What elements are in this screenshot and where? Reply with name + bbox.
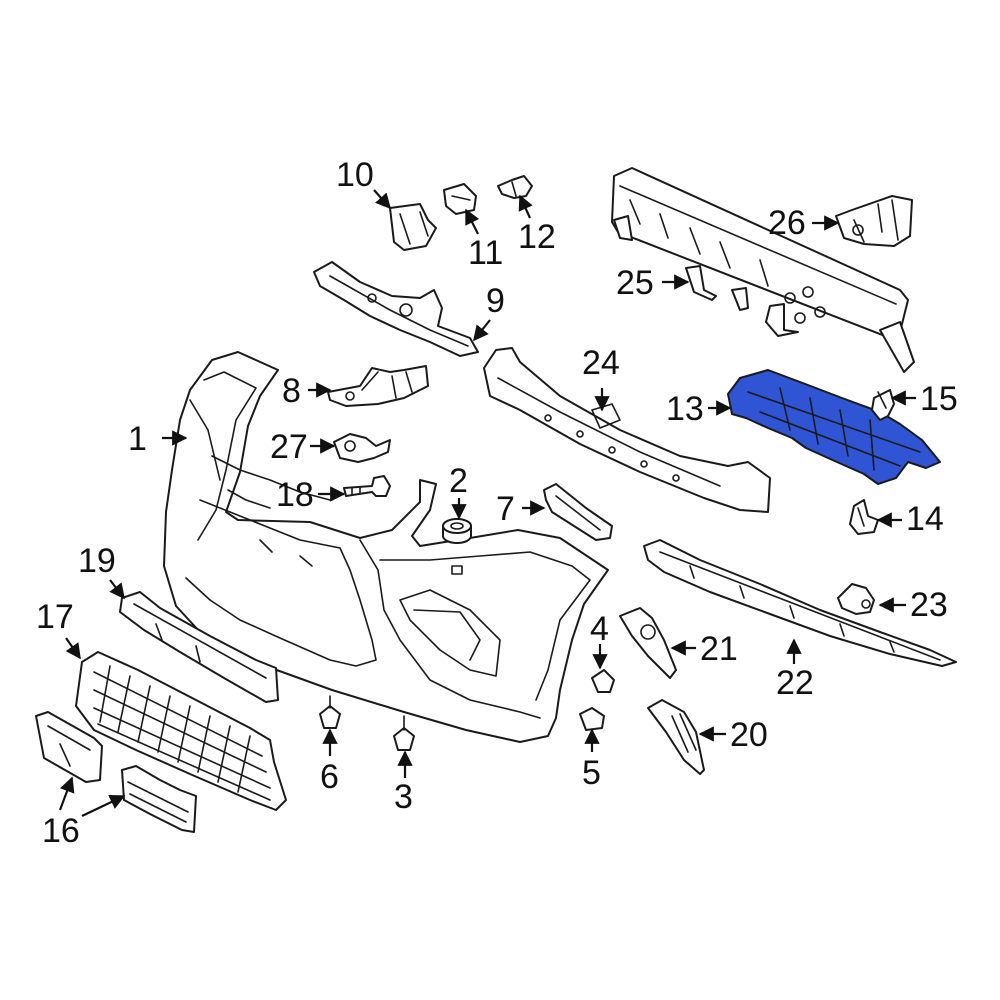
nut-4-part[interactable] bbox=[591, 669, 615, 693]
callout-24[interactable]: 24 bbox=[582, 344, 620, 382]
spacer-2-part[interactable] bbox=[442, 518, 472, 544]
callout-20[interactable]: 20 bbox=[730, 716, 768, 754]
bolt-18-part[interactable] bbox=[343, 475, 391, 497]
callout-3[interactable]: 3 bbox=[394, 778, 413, 816]
callout-15[interactable]: 15 bbox=[920, 380, 958, 418]
callout-18[interactable]: 18 bbox=[276, 476, 314, 514]
callout-8[interactable]: 8 bbox=[282, 372, 301, 410]
bracket-26-part[interactable] bbox=[835, 195, 913, 247]
side-bracket-8-part[interactable] bbox=[327, 365, 429, 407]
absorber-13-fill bbox=[727, 369, 941, 485]
callout-19[interactable]: 19 bbox=[78, 542, 116, 580]
bolt-6-part[interactable] bbox=[319, 695, 341, 729]
bracket-10-part[interactable] bbox=[389, 203, 437, 251]
callout-labels: 1 2 3 4 5 6 7 8 9 10 11 12 13 14 15 16 1… bbox=[36, 156, 958, 850]
clip-11-part[interactable] bbox=[443, 183, 477, 215]
bracket-16-part[interactable] bbox=[35, 711, 103, 783]
callout-12[interactable]: 12 bbox=[518, 218, 556, 256]
callout-17[interactable]: 17 bbox=[36, 598, 74, 636]
bezel-20-part[interactable] bbox=[647, 699, 705, 775]
clip-15-part[interactable] bbox=[871, 389, 895, 421]
callout-5[interactable]: 5 bbox=[582, 754, 601, 792]
molding-16-part[interactable] bbox=[121, 765, 197, 833]
callout-11[interactable]: 11 bbox=[468, 234, 503, 272]
clip-5-part[interactable] bbox=[579, 707, 605, 731]
screw-12-part[interactable] bbox=[497, 175, 533, 199]
callout-23[interactable]: 23 bbox=[910, 586, 948, 624]
bolt-3-part[interactable] bbox=[393, 715, 415, 751]
callout-10[interactable]: 10 bbox=[336, 156, 374, 194]
callout-6[interactable]: 6 bbox=[320, 758, 339, 796]
callout-1[interactable]: 1 bbox=[128, 420, 147, 458]
callout-25[interactable]: 25 bbox=[616, 264, 654, 302]
bracket-7-part[interactable] bbox=[543, 483, 613, 541]
callout-26[interactable]: 26 bbox=[768, 204, 806, 242]
upper-bracket-9-part[interactable] bbox=[313, 261, 479, 357]
sensor-27-part[interactable] bbox=[333, 433, 391, 463]
energy-absorber-24-part[interactable] bbox=[483, 347, 771, 513]
callout-9[interactable]: 9 bbox=[486, 282, 505, 320]
callout-7[interactable]: 7 bbox=[496, 490, 515, 528]
callout-16[interactable]: 16 bbox=[42, 812, 80, 850]
callout-4[interactable]: 4 bbox=[590, 610, 609, 648]
callout-22[interactable]: 22 bbox=[776, 664, 814, 702]
bumper-cover-1-part[interactable] bbox=[163, 351, 609, 743]
leader-lines bbox=[58, 189, 916, 817]
callout-14[interactable]: 14 bbox=[906, 500, 944, 538]
absorber-13-part[interactable] bbox=[727, 369, 941, 485]
bolt-14-part[interactable] bbox=[849, 499, 879, 535]
callout-13[interactable]: 13 bbox=[666, 390, 704, 428]
reinforcement-beam-part[interactable] bbox=[611, 167, 915, 373]
spoiler-22-part[interactable] bbox=[643, 539, 957, 667]
callout-21[interactable]: 21 bbox=[700, 630, 738, 668]
retainer-19-part[interactable] bbox=[119, 591, 279, 703]
bezel-21-part[interactable] bbox=[619, 607, 677, 679]
grille-17-part[interactable] bbox=[75, 651, 287, 811]
callout-27[interactable]: 27 bbox=[270, 428, 308, 466]
bracket-23-part[interactable] bbox=[837, 583, 875, 615]
callout-2[interactable]: 2 bbox=[449, 462, 468, 500]
